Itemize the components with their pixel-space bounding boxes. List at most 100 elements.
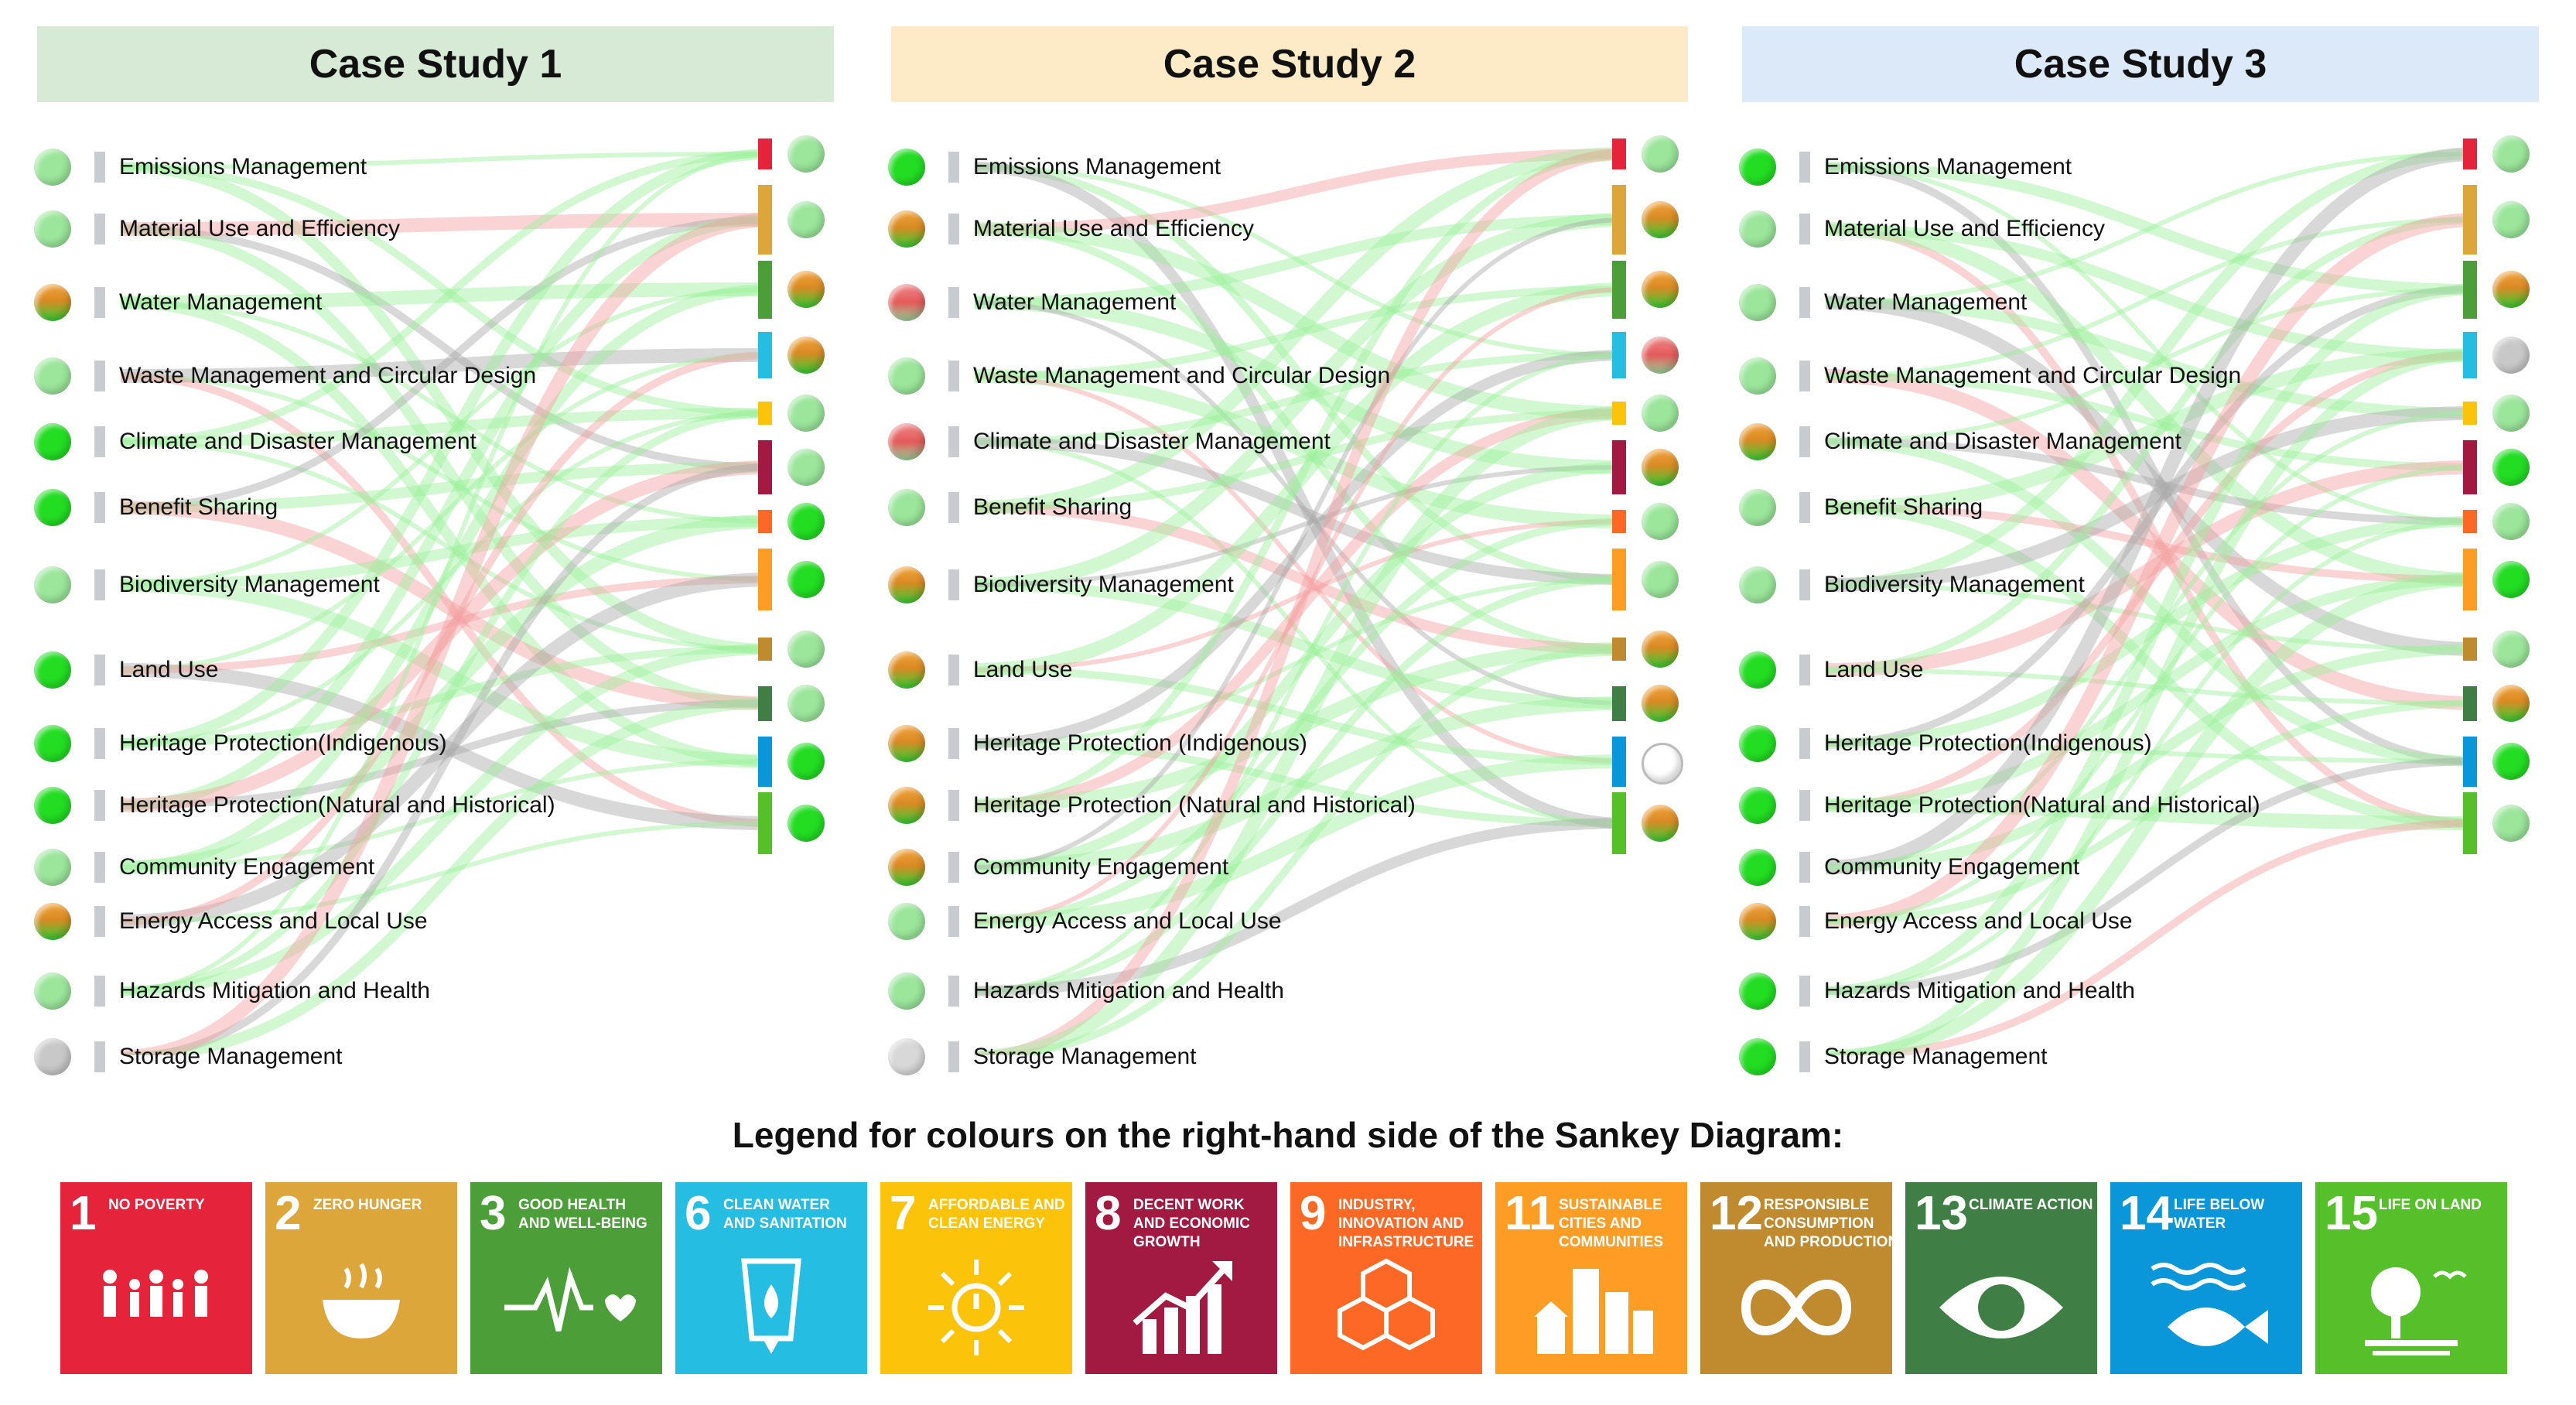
sankey-flow xyxy=(120,514,771,874)
sdg-status-dot xyxy=(2492,449,2530,486)
sankey-flow xyxy=(974,350,1625,749)
sdg-node-swatch xyxy=(2463,638,2477,661)
factor-node-bar xyxy=(94,852,105,883)
sankey-flow xyxy=(120,213,771,1055)
factor-row: Waste Management and Circular Design xyxy=(28,354,536,398)
sdg-node-swatch xyxy=(1612,440,1626,494)
sdg-node-swatch xyxy=(758,549,772,610)
factor-label: Climate and Disaster Management xyxy=(119,429,477,454)
sdg-status-dot xyxy=(1642,449,1679,486)
sankey-flow xyxy=(1825,583,2476,651)
sankey-flow xyxy=(974,696,1625,874)
sankey-flow xyxy=(1825,149,2476,590)
status-dot xyxy=(888,489,925,526)
factor-node-bar xyxy=(94,492,105,523)
sdg-node xyxy=(1612,131,1686,177)
factor-row: Waste Management and Circular Design xyxy=(1733,354,2241,398)
sankey-flow xyxy=(120,374,771,582)
sankey-flow xyxy=(120,214,771,811)
status-dot xyxy=(34,651,71,689)
factor-label: Emissions Management xyxy=(119,154,367,179)
sankey-flow xyxy=(120,501,771,710)
sankey-flow xyxy=(1825,287,2476,444)
factor-label: Biodiversity Management xyxy=(119,572,380,597)
factor-node-bar xyxy=(948,287,959,318)
sdg-status-dot xyxy=(787,201,825,238)
sdg-title: Climate Action xyxy=(1969,1197,2093,1213)
factor-label: Storage Management xyxy=(1824,1044,2048,1069)
factor-node-bar xyxy=(94,361,105,391)
factor-label: Material Use and Efficiency xyxy=(973,216,1254,241)
tree-bird-icon xyxy=(2365,1267,2467,1355)
factor-label: Heritage Protection (Indigenous) xyxy=(973,730,1307,756)
water-glass-icon xyxy=(741,1258,801,1354)
sankey-flow xyxy=(1825,222,2476,586)
sankey-flow xyxy=(120,225,771,471)
sdg-node xyxy=(2463,498,2537,545)
sankey-flow xyxy=(120,663,771,830)
case-study-1-title: Case Study 1 xyxy=(37,26,834,102)
factor-node-bar xyxy=(94,152,105,183)
sankey-flow xyxy=(974,577,1625,746)
factor-node-bar xyxy=(1799,426,1810,457)
factor-node-bar xyxy=(948,1041,959,1072)
sankey-flow xyxy=(120,287,771,587)
sankey-flow xyxy=(1825,819,2476,1055)
sdg-status-dot xyxy=(787,561,825,598)
sankey-flow xyxy=(120,163,771,417)
sdg-status-dot xyxy=(2492,337,2530,374)
sankey-flow xyxy=(974,149,1625,1055)
status-dot xyxy=(1739,725,1776,762)
sdg-node-swatch xyxy=(2463,792,2477,854)
sankey-flow xyxy=(1825,350,2476,1055)
factor-node-bar xyxy=(1799,287,1810,318)
sankey-flow xyxy=(1825,225,2476,827)
factor-node-bar xyxy=(94,790,105,821)
factor-label: Climate and Disaster Management xyxy=(973,429,1331,454)
factor-label: Storage Management xyxy=(119,1044,343,1069)
sankey-flow xyxy=(974,369,1625,528)
sdg-status-dot xyxy=(787,135,825,173)
sdg-node-swatch xyxy=(758,260,772,319)
case-study-2-title: Case Study 2 xyxy=(891,26,1688,102)
sdg-number: 12 xyxy=(1710,1187,1763,1240)
factor-row: Climate and Disaster Management xyxy=(882,420,1331,463)
sankey-flow xyxy=(1825,147,2476,874)
sankey-flow xyxy=(120,353,771,672)
sdg-status-dot xyxy=(787,631,825,668)
sankey-flow xyxy=(120,578,771,768)
factor-row: Water Management xyxy=(882,281,1176,324)
sdg-title: No Poverty xyxy=(108,1197,205,1213)
status-dot xyxy=(888,1038,925,1075)
factor-row: Heritage Protection(Indigenous) xyxy=(1733,722,2152,765)
factor-node-bar xyxy=(1799,976,1810,1007)
sankey-flow xyxy=(120,699,771,809)
sdg-node xyxy=(758,680,832,726)
sdg-node-swatch xyxy=(1612,138,1626,169)
sankey-flow xyxy=(1825,519,2476,993)
sdg-status-dot xyxy=(787,805,825,842)
sankey-flow xyxy=(1825,516,2476,749)
status-dot xyxy=(888,149,925,186)
sankey-flow xyxy=(120,408,771,447)
sankey-flow xyxy=(120,348,771,383)
sankey-flow xyxy=(974,149,1625,234)
sankey-flow xyxy=(1825,411,2476,870)
sankey-flow xyxy=(974,754,1625,928)
sdg-tile-8: 8Decent Work and Economic Growth xyxy=(1085,1182,1277,1374)
status-dot xyxy=(34,566,71,603)
factor-node-bar xyxy=(948,852,959,883)
factor-row: Storage Management xyxy=(882,1035,1197,1079)
sdg-node xyxy=(1612,736,1686,787)
factor-node-bar xyxy=(94,976,105,1007)
sankey-flow xyxy=(974,502,1625,655)
sankey-flow xyxy=(1825,372,2476,471)
sdg-node-swatch xyxy=(1612,638,1626,661)
status-dot xyxy=(34,725,71,762)
sankey-flow xyxy=(1825,224,2476,361)
sdg-node-swatch xyxy=(2463,332,2477,378)
sdg-number: 8 xyxy=(1095,1187,1122,1240)
factor-row: Energy Access and Local Use xyxy=(1733,900,2133,943)
sdg-node-swatch xyxy=(758,510,772,533)
sankey-flow xyxy=(120,516,771,590)
